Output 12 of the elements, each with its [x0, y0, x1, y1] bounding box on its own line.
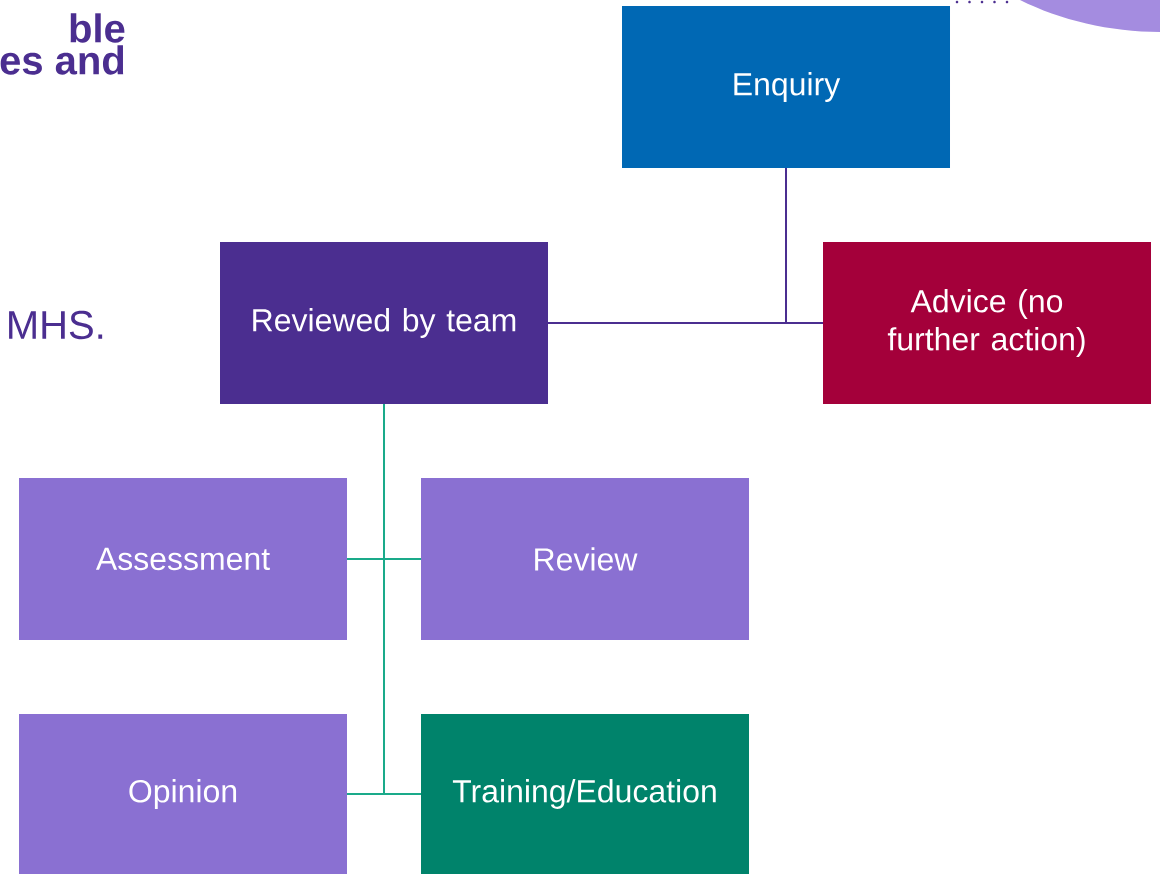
heading-text: es and [0, 45, 124, 75]
heading-text: MHS. [9, 310, 103, 340]
connector [383, 403, 422, 795]
process-box: Opinion [19, 714, 347, 874]
process-box: Enquiry [622, 6, 950, 168]
process-box: Review [421, 478, 749, 640]
process-box: Assessment [19, 478, 347, 640]
process-box: Reviewed by team [220, 242, 548, 404]
process-box: Advice (no further action) [823, 242, 1151, 404]
connector [785, 167, 824, 324]
heading-text: ble [70, 13, 125, 43]
process-box: Training/Education [421, 714, 749, 874]
